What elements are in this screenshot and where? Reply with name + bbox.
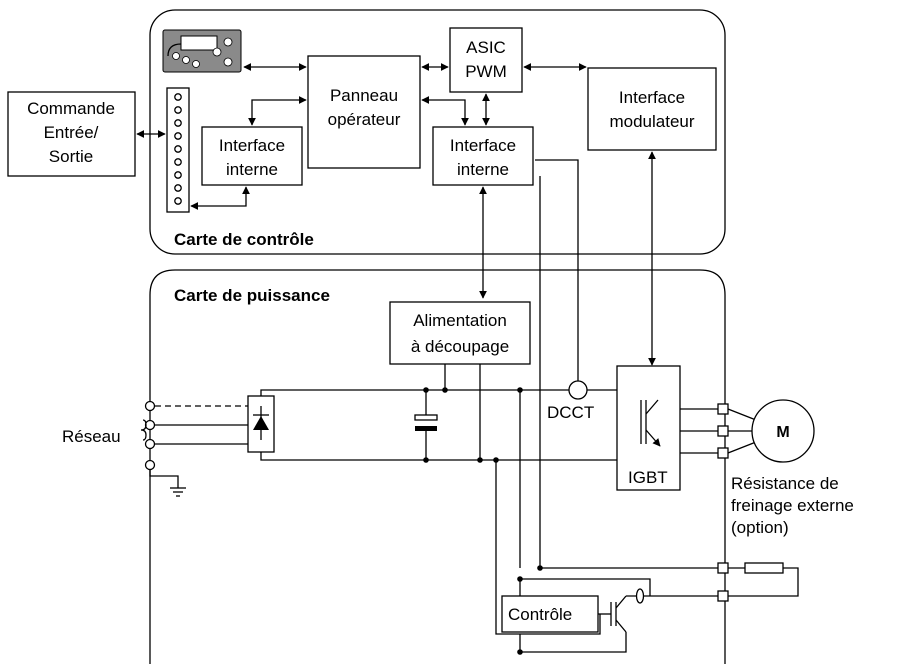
keypad-icon xyxy=(162,29,242,73)
internal-interface-right-line1: Interface xyxy=(450,136,516,155)
io-command-box: Commande Entrée/ Sortie xyxy=(7,91,136,177)
control-label: Contrôle xyxy=(508,605,572,624)
rectifier-icon xyxy=(247,395,275,453)
io-command-line3: Sortie xyxy=(49,147,93,166)
modulator-interface-box: Interface modulateur xyxy=(587,67,717,151)
power-supply-line1: Alimentation xyxy=(413,311,507,330)
power-supply-line2: à découpage xyxy=(411,337,509,356)
brake-resistor-icon xyxy=(744,562,784,574)
mains-terminals xyxy=(140,400,248,488)
igbt-label: IGBT xyxy=(628,468,668,487)
power-board-label: Carte de puissance xyxy=(174,286,330,305)
motor-icon xyxy=(751,399,815,463)
asic-line2: PWM xyxy=(465,62,507,81)
brake-line1: Résistance de xyxy=(731,474,839,493)
power-supply-box: Alimentation à découpage xyxy=(389,301,531,365)
internal-interface-left-line2: interne xyxy=(226,160,278,179)
brake-line3: (option) xyxy=(731,518,789,537)
network-label: Réseau xyxy=(62,427,121,446)
asic-pwm-box: ASIC PWM xyxy=(449,27,523,93)
control-box xyxy=(501,595,599,633)
dcct-sensor-icon xyxy=(535,159,588,400)
operator-panel-line2: opérateur xyxy=(328,110,401,129)
brake-line2: freinage externe xyxy=(731,496,854,515)
operator-panel-box: Panneau opérateur xyxy=(307,55,421,169)
operator-panel-line1: Panneau xyxy=(330,86,398,105)
brake-circuit xyxy=(517,176,799,604)
igbt-box xyxy=(616,365,681,491)
motor-label: M xyxy=(776,424,789,441)
control-board-label: Carte de contrôle xyxy=(174,230,314,249)
io-command-line2: Entrée/ xyxy=(44,123,99,142)
internal-interface-left-box: Interface interne xyxy=(201,126,303,186)
control-connectors xyxy=(136,63,656,366)
modulator-interface-line2: modulateur xyxy=(609,112,694,131)
io-command-line1: Commande xyxy=(27,99,115,118)
internal-interface-right-line2: interne xyxy=(457,160,509,179)
internal-interface-right-box: Interface interne xyxy=(432,126,534,186)
output-terminals xyxy=(680,403,757,459)
asic-line1: ASIC xyxy=(466,38,506,57)
power-board-outline xyxy=(149,269,726,664)
brake-transistor-icon xyxy=(517,595,627,655)
internal-interface-left-line1: Interface xyxy=(219,136,285,155)
modulator-interface-line1: Interface xyxy=(619,88,685,107)
capacitor-icon xyxy=(414,414,438,431)
terminal-strip xyxy=(166,87,190,213)
ground-icon xyxy=(170,487,186,497)
dc-bus xyxy=(260,364,620,635)
dcct-label: DCCT xyxy=(547,403,594,422)
